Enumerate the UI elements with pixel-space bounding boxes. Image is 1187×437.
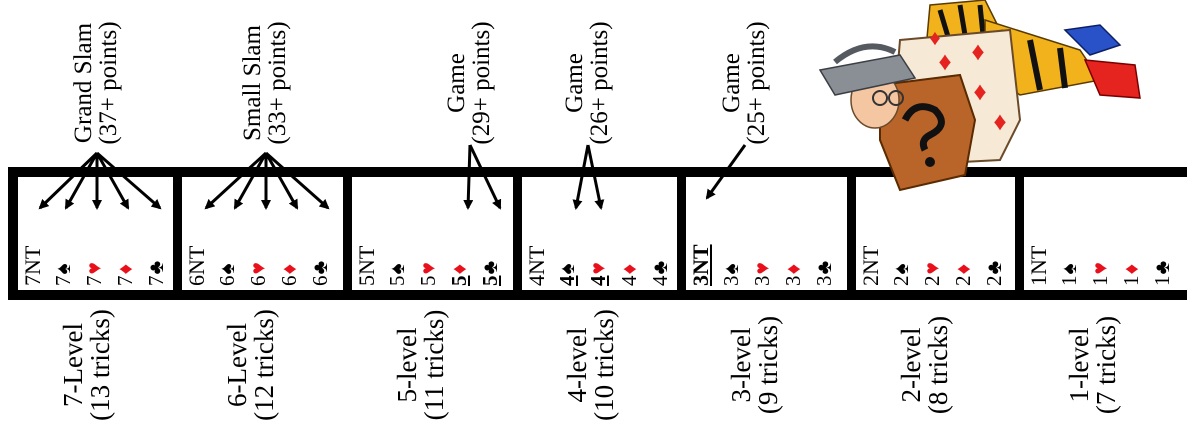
tricks-label: (7 tricks) [1091, 315, 1121, 415]
bid-7-nt: 7NT [20, 245, 45, 286]
bid-5-diamonds: 5♦ [447, 263, 471, 286]
bid-4-hearts: 4♥ [586, 262, 610, 286]
level-caption-1: 1-level(7 tricks) [1064, 300, 1121, 430]
five-level-game-arrows [463, 144, 502, 210]
bid-6-nt: 6NT [184, 245, 209, 286]
bid-1-hearts: 1♥ [1088, 262, 1112, 286]
bid-3-spades: 3♠ [719, 263, 743, 286]
annotation-points: (26+ points) [586, 21, 613, 145]
bid-7-clubs: 7♣ [144, 260, 168, 286]
level-caption-4: 4-level(10 tricks) [562, 300, 619, 430]
annotation-points: (33+ points) [264, 21, 291, 145]
level-label: 7-Level [58, 323, 88, 407]
bid-4-clubs: 4♣ [648, 260, 672, 286]
level-caption-7: 7-Level(13 tricks) [58, 300, 115, 430]
bid-1-spades: 1♠ [1057, 263, 1081, 286]
level-label: 3-level [726, 327, 756, 403]
bid-7-spades: 7♠ [51, 263, 75, 286]
annotation-points: (25+ points) [743, 21, 770, 145]
annotation-3: Game(25+ points) [718, 8, 770, 158]
bid-3-nt: 3NT [688, 244, 713, 286]
bid-2-diamonds: 2♦ [951, 263, 975, 286]
card-pip: ♦ [938, 47, 951, 76]
bid-6-clubs: 6♣ [308, 260, 332, 286]
level-caption-2: 2-level(8 tricks) [896, 300, 953, 430]
card-pip: ♦ [971, 37, 984, 66]
bid-5-nt: 5NT [354, 245, 379, 286]
annotation-title: Game [443, 53, 470, 113]
annotation-title: Game [561, 53, 588, 113]
tricks-label: (8 tricks) [923, 315, 953, 415]
tricks-label: (10 tricks) [589, 309, 619, 421]
bid-6-spades: 6♠ [215, 263, 239, 286]
level-label: 1-level [1064, 327, 1094, 403]
bid-7-hearts: 7♥ [82, 262, 106, 286]
level-label: 5-level [392, 327, 422, 403]
bid-1-clubs: 1♣ [1150, 260, 1174, 286]
small-slam-arrows [204, 151, 330, 210]
bid-4-diamonds: 4♦ [617, 263, 641, 286]
annotation-points: (29+ points) [468, 21, 495, 145]
bid-7-diamonds: 7♦ [113, 263, 137, 286]
level-caption-3: 3-level(9 tricks) [726, 300, 783, 430]
three-notrump-game-arrow [705, 144, 747, 200]
annotation-points: (37+ points) [95, 21, 122, 145]
bid-2-spades: 2♠ [889, 263, 913, 286]
tricks-label: (9 tricks) [753, 315, 783, 415]
bid-6-diamonds: 6♦ [277, 263, 301, 286]
card-pip: ♦ [929, 25, 940, 50]
bid-3-hearts: 3♥ [750, 262, 774, 286]
card-pip: ♦ [973, 77, 986, 106]
annotation-title: Grand Slam [70, 22, 97, 144]
bid-1-nt: 1NT [1026, 245, 1051, 286]
four-level-game-arrows [572, 144, 605, 210]
level-caption-5: 5-level(11 tricks) [392, 300, 449, 430]
tricks-label: (13 tricks) [85, 309, 115, 421]
annotation-6: Small Slam(33+ points) [239, 8, 291, 158]
level-box-1 [1024, 177, 1187, 290]
bid-2-clubs: 2♣ [982, 260, 1006, 286]
tricks-label: (11 tricks) [419, 309, 449, 421]
playing-card-character-illustration: ♦ ♦ ♦ ♦ ♦ [818, 0, 1141, 192]
level-label: 6-Level [222, 323, 252, 407]
level-box-5 [352, 177, 513, 290]
bid-3-diamonds: 3♦ [781, 263, 805, 286]
level-label: 2-level [896, 327, 926, 403]
bid-5-spades: 5♠ [385, 263, 409, 286]
level-label: 4-level [562, 327, 592, 403]
annotation-title: Small Slam [239, 25, 266, 141]
tricks-label: (12 tricks) [249, 309, 279, 421]
bid-2-nt: 2NT [858, 245, 883, 286]
bid-1-diamonds: 1♦ [1119, 263, 1143, 286]
annotation-title: Game [718, 53, 745, 113]
level-caption-6: 6-Level(12 tricks) [222, 300, 279, 430]
annotation-5: Game(29+ points) [443, 8, 495, 158]
bid-5-hearts: 5♥ [416, 262, 440, 286]
annotation-7: Grand Slam(37+ points) [70, 8, 122, 158]
annotation-4: Game(26+ points) [561, 8, 613, 158]
bid-4-spades: 4♠ [555, 263, 579, 286]
bid-6-hearts: 6♥ [246, 262, 270, 286]
bid-4-nt: 4NT [524, 245, 549, 286]
bid-5-clubs: 5♣ [478, 260, 502, 286]
card-pip: ♦ [993, 107, 1006, 136]
level-box-2 [856, 177, 1015, 290]
grand-slam-arrows [38, 151, 162, 210]
bid-2-hearts: 2♥ [920, 262, 944, 286]
bid-3-clubs: 3♣ [812, 260, 836, 286]
